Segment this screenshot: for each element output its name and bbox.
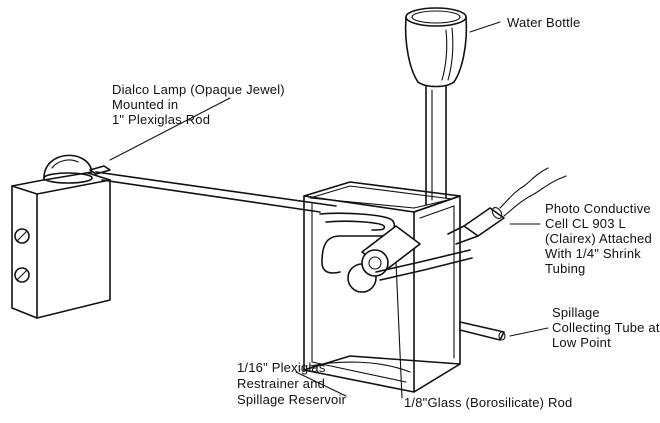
photocell-assembly xyxy=(361,167,567,281)
lamp-housing xyxy=(11,154,111,319)
photocell-label-line-1: Photo Conductive xyxy=(545,201,651,216)
photocell-label-line-5: Tubing xyxy=(545,261,586,276)
photocell-label-line-3: (Clairex) Attached xyxy=(545,231,652,246)
plexiglas-label-line-2: Restrainer and xyxy=(237,376,326,391)
plexiglas-box xyxy=(303,181,461,393)
glass-rod-label: 1/8"Glass (Borosilicate) Rod xyxy=(404,395,573,410)
plexiglas-rod xyxy=(95,171,337,213)
photocell-label-line-2: Cell CL 903 L xyxy=(545,216,626,231)
lamp-label-line-1: Dialco Lamp (Opaque Jewel) xyxy=(112,82,285,97)
lamp-label-line-2: Mounted in xyxy=(112,97,179,112)
plexiglas-label-line-3: Spillage Reservoir xyxy=(237,392,347,407)
spillage-tube-label-line-2: Collecting Tube at xyxy=(552,320,660,335)
spillage-tube-label-line-1: Spillage xyxy=(552,305,600,320)
plexiglas-label-line-1: 1/16" Plexiglas xyxy=(237,360,326,375)
water-bottle xyxy=(404,7,468,206)
shrink-tubing xyxy=(463,207,505,237)
water-bottle-label: Water Bottle xyxy=(507,15,581,30)
spillage-tube-label-line-3: Low Point xyxy=(552,335,611,350)
spillage-tube xyxy=(459,321,506,341)
lamp-label-line-3: 1" Plexiglas Rod xyxy=(112,112,211,127)
photocell-label-line-4: With 1/4" Shrink xyxy=(545,246,641,261)
leader-lines xyxy=(109,21,549,399)
